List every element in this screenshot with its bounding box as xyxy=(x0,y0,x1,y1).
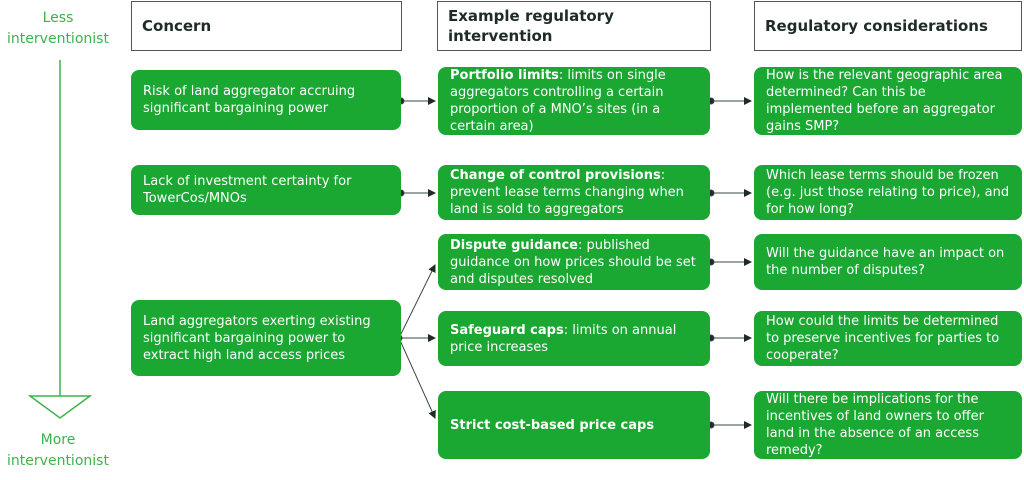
header-intervention: Example regulatory intervention xyxy=(437,1,711,51)
intervention-box: Dispute guidance: published guidance on … xyxy=(438,234,710,290)
intervention-title: Change of control provisions xyxy=(450,168,661,183)
intervention-title: Strict cost-based price caps xyxy=(450,417,655,433)
intervention-desc: : prevent lease terms changing when land… xyxy=(450,168,684,217)
consideration-box: How could the limits be determined to pr… xyxy=(754,311,1022,366)
header-considerations: Regulatory considerations xyxy=(754,1,1022,51)
consideration-box: Will the guidance have an impact on the … xyxy=(754,234,1022,290)
intervention-box: Strict cost-based price caps xyxy=(438,391,710,459)
more-interventionist-label: More interventionist xyxy=(7,432,109,469)
intervention-desc: : limits on single aggregators controlli… xyxy=(450,68,666,134)
less-interventionist-label: Less interventionist xyxy=(7,10,109,47)
intervention-desc: : limits on annual price increases xyxy=(450,322,677,355)
consideration-box: How is the relevant geographic area dete… xyxy=(754,67,1022,135)
intervention-title: Portfolio limits xyxy=(450,68,559,83)
concern-box: Risk of land aggregator accruing signifi… xyxy=(131,70,401,130)
intervention-desc: : published guidance on how prices shoul… xyxy=(450,237,696,287)
concern-box: Lack of investment certainty for TowerCo… xyxy=(131,165,401,215)
intervention-box: Change of control provisions: prevent le… xyxy=(438,165,710,220)
intervention-title: Safeguard caps xyxy=(450,322,564,338)
header-concern: Concern xyxy=(131,1,402,51)
concern-box: Land aggregators exerting existing signi… xyxy=(131,300,401,376)
intervention-box: Safeguard caps: limits on annual price i… xyxy=(438,311,710,366)
intervention-title: Dispute guidance xyxy=(450,237,578,253)
intervention-box: Portfolio limits: limits on single aggre… xyxy=(438,67,710,135)
intervention-scale-arrow xyxy=(27,60,93,419)
consideration-box: Will there be implications for the incen… xyxy=(754,391,1022,459)
consideration-box: Which lease terms should be frozen (e.g.… xyxy=(754,165,1022,220)
